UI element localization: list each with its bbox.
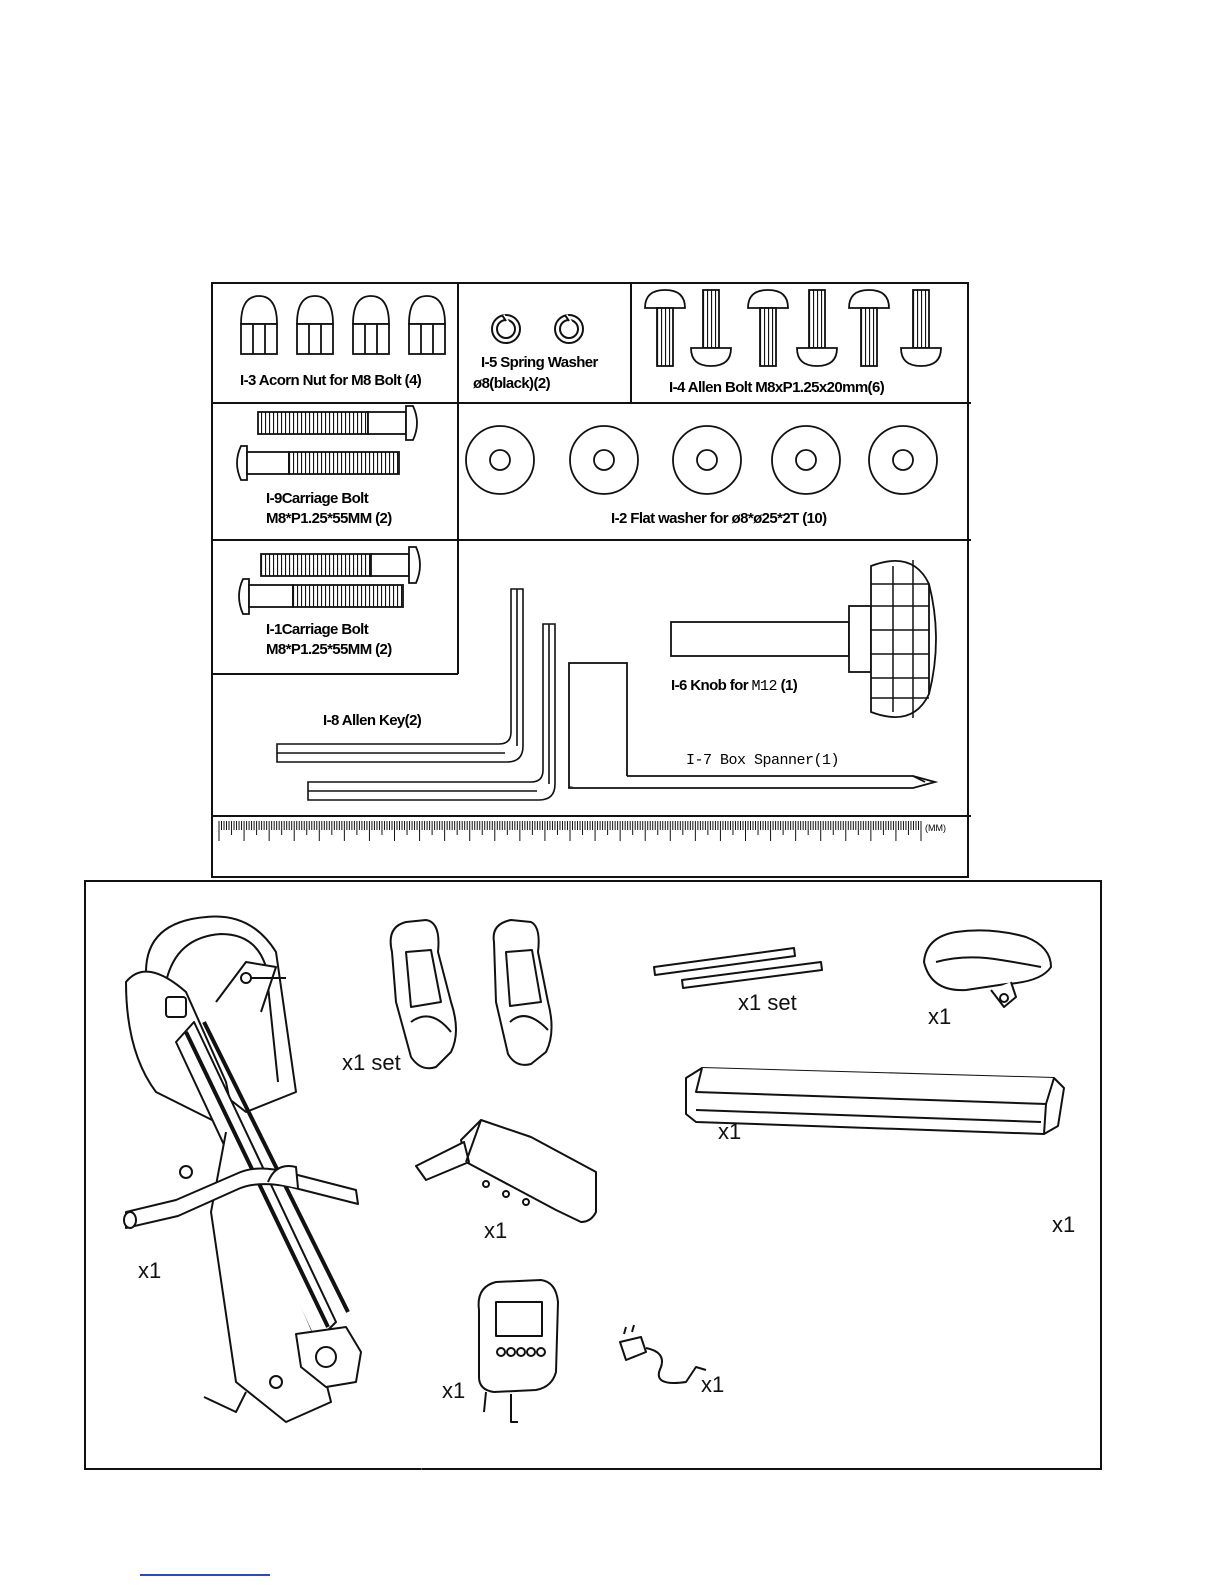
acorn-nut-icons bbox=[241, 296, 277, 354]
slide-rail-drawing bbox=[686, 1068, 1064, 1134]
footer-link-underline[interactable] bbox=[140, 1574, 270, 1576]
adapter-qty: x1 bbox=[701, 1372, 724, 1398]
flat-washer-label: I-2 Flat washer for ø8*ø25*2T (10) bbox=[611, 510, 827, 527]
spring-washer-icons bbox=[492, 315, 583, 343]
carriage-bolt-1-icons bbox=[239, 547, 420, 614]
knob-label: I-6 Knob for M12 (1) bbox=[671, 677, 797, 695]
parts-panel: x1 x1 set x1 set x1 x1 x1 x1 x1 x1 bbox=[84, 880, 1102, 1470]
allen-bolt-icons bbox=[645, 290, 941, 366]
main-frame-qty: x1 bbox=[138, 1258, 161, 1284]
rail-qty: x1 bbox=[718, 1119, 741, 1145]
knob-qty-label: (1) bbox=[781, 677, 798, 694]
console-drawing bbox=[479, 1280, 558, 1422]
ruler bbox=[219, 821, 921, 841]
hardware-pack-panel: I-3 Acorn Nut for M8 Bolt (4) I-5 Spring… bbox=[211, 282, 969, 878]
seat-drawing bbox=[924, 930, 1051, 1007]
allen-bolt-label: I-4 Allen Bolt M8xP1.25x20mm(6) bbox=[669, 379, 884, 396]
allen-key-label: I-8 Allen Key(2) bbox=[323, 712, 421, 729]
console-qty: x1 bbox=[442, 1378, 465, 1404]
front-stabilizer-qty: x1 bbox=[484, 1218, 507, 1244]
rods-qty: x1 set bbox=[738, 990, 797, 1016]
ruler-unit-label: (MM) bbox=[925, 823, 946, 833]
carriage-bolt-9-label: I-9Carriage Bolt bbox=[266, 490, 368, 507]
knob-label-prefix: I-6 Knob for bbox=[671, 677, 748, 694]
knob-thread-label: M12 bbox=[752, 678, 778, 695]
box-spanner-label: I-7 Box Spanner(1) bbox=[686, 752, 839, 769]
carriage-bolt-1-label: I-1Carriage Bolt bbox=[266, 621, 368, 638]
carriage-bolt-9-icons bbox=[237, 406, 417, 480]
spring-washer-label: I-5 Spring Washer bbox=[481, 354, 598, 371]
flat-washer-icons bbox=[466, 426, 937, 494]
carriage-bolt-1-size-label: M8*P1.25*55MM (2) bbox=[266, 641, 392, 658]
pedals-qty: x1 set bbox=[342, 1050, 401, 1076]
carriage-bolt-9-size-label: M8*P1.25*55MM (2) bbox=[266, 510, 392, 527]
seat-qty: x1 bbox=[928, 1004, 951, 1030]
rear-stabilizer-qty: x1 bbox=[1052, 1212, 1075, 1238]
rods-drawing bbox=[654, 948, 822, 988]
acorn-nut-label: I-3 Acorn Nut for M8 Bolt (4) bbox=[240, 372, 421, 389]
foot-pedals-drawing bbox=[391, 920, 552, 1068]
parts-drawings bbox=[86, 882, 1104, 1472]
spring-washer-size-label: ø8(black)(2) bbox=[473, 375, 550, 392]
power-adapter-drawing bbox=[620, 1325, 706, 1383]
main-frame-drawing bbox=[124, 916, 361, 1422]
